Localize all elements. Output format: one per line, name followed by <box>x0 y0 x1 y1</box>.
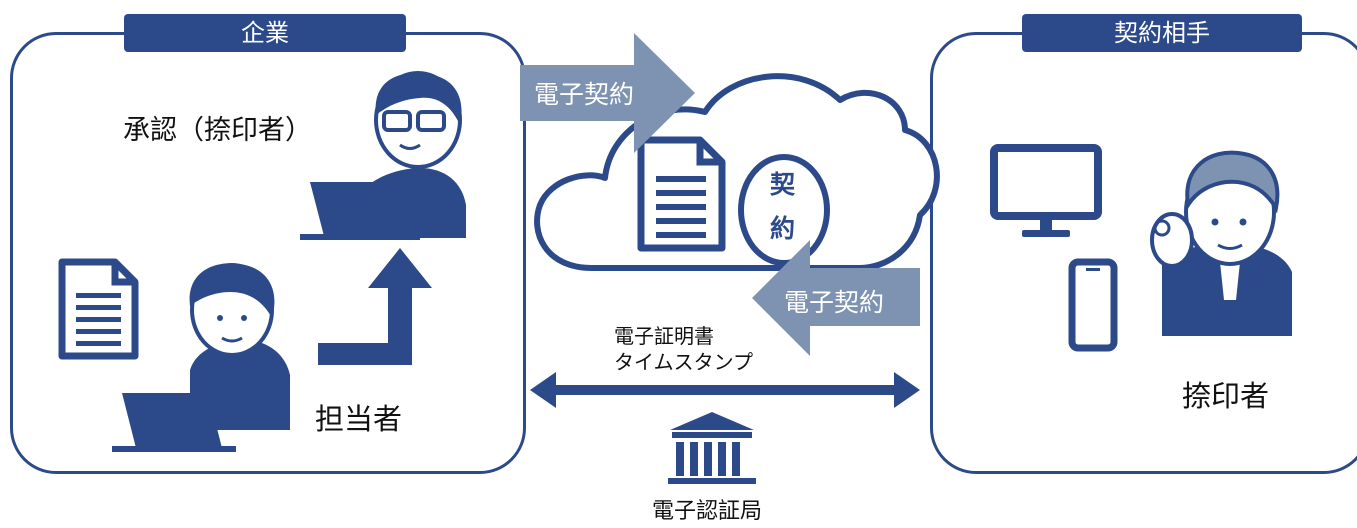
partner-panel <box>930 32 1357 474</box>
incoming-contract-arrow <box>752 240 920 356</box>
stamp-char-2: 約 <box>770 214 796 243</box>
partner-tab: 契約相手 <box>1022 14 1302 52</box>
cloud-document-icon <box>637 136 726 252</box>
outgoing-contract-arrow <box>520 33 695 153</box>
company-tab: 企業 <box>124 14 406 52</box>
certificate-label: 電子証明書 <box>614 324 714 348</box>
smartphone-icon <box>1068 258 1118 352</box>
signer-label: 捺印者 <box>1182 379 1270 413</box>
certificate-double-arrow <box>530 372 920 408</box>
outgoing-contract-label: 電子契約 <box>534 80 635 109</box>
stamp-char-1: 契 <box>770 170 796 199</box>
approver-label: 承認（捺印者） <box>123 115 312 146</box>
incoming-contract-label: 電子契約 <box>784 288 885 317</box>
staff-person-icon <box>112 263 290 452</box>
monitor-icon <box>990 144 1102 237</box>
staff-label: 担当者 <box>315 402 403 436</box>
contract-stamp-circle <box>738 154 830 266</box>
approval-flow-arrow <box>318 248 432 365</box>
cloud-shape <box>534 73 940 271</box>
staff-document-icon <box>58 258 139 360</box>
bank-building-icon <box>668 412 756 484</box>
timestamp-label: タイムスタンプ <box>614 350 753 374</box>
certificate-authority-label: 電子認証局 <box>652 499 763 524</box>
signer-person-icon <box>1150 150 1292 336</box>
approver-person-icon <box>300 71 466 240</box>
